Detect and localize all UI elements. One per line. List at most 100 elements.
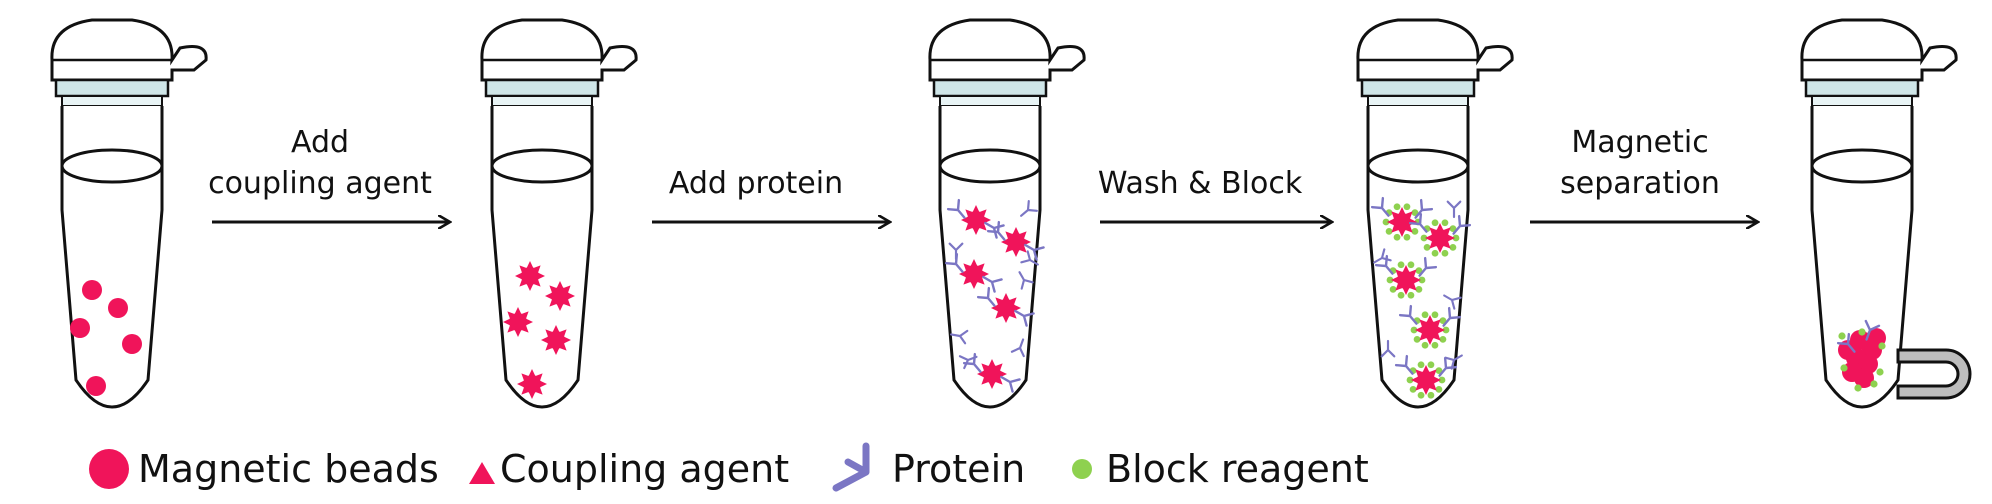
block-reagent-dot <box>1406 376 1414 384</box>
step-3-label: Wash & Block <box>1098 166 1303 201</box>
block-reagent-dot <box>1423 244 1431 251</box>
liquid-surface <box>1366 148 1470 184</box>
antibody-shape <box>1373 248 1392 264</box>
block-reagent-dot <box>1431 341 1439 349</box>
magnetic-bead <box>70 318 90 338</box>
antibody-shape <box>976 286 996 307</box>
free-protein <box>1010 338 1025 358</box>
coupling-spike <box>1014 304 1021 312</box>
free-protein <box>1446 200 1462 219</box>
coupling-spike <box>528 369 536 376</box>
coupling-spike <box>540 380 547 388</box>
coupled-bead <box>977 359 1007 389</box>
block-reagent-dot <box>1421 311 1429 319</box>
coupling-spike <box>1395 269 1403 277</box>
free-protein <box>1373 248 1392 264</box>
tube-neck <box>939 95 1041 107</box>
antibody-shape <box>1446 200 1462 219</box>
bound-protein <box>986 220 1006 241</box>
block-reagent-dot <box>1411 228 1419 235</box>
bound-protein <box>982 275 1003 293</box>
coupling-spike <box>1391 225 1399 233</box>
coupling-spike <box>1429 369 1437 377</box>
antibody-shape <box>1024 243 1045 261</box>
tube-neck <box>61 95 163 107</box>
bound-protein <box>1014 309 1035 327</box>
tube-cap <box>480 18 638 82</box>
bead-core <box>509 313 527 331</box>
coupling-spike <box>1002 316 1010 323</box>
coupling-spike <box>1002 293 1010 300</box>
coupled-bead <box>1411 365 1441 395</box>
coupling-spike <box>1012 227 1020 234</box>
coupled-bead <box>503 307 533 337</box>
coupling-spike <box>965 223 973 231</box>
antibody-shape <box>1374 254 1394 275</box>
coupling-spike <box>1443 227 1451 235</box>
coupling-spike <box>549 299 557 307</box>
block-reagent-dot <box>1415 267 1423 274</box>
coupling-spike <box>965 209 973 217</box>
block-reagent-dot <box>1427 391 1435 399</box>
block-reagent-dot <box>1397 291 1405 299</box>
free-protein <box>1020 200 1038 217</box>
coupling-spike <box>521 387 529 395</box>
coupling-spike <box>1415 383 1423 391</box>
block-reagent-dot <box>1431 219 1439 227</box>
coupling-spike <box>545 292 552 300</box>
magnetic-bead <box>122 334 142 354</box>
coupling-spike <box>526 284 534 291</box>
bead-core <box>1007 233 1025 251</box>
coupling-spike <box>1414 276 1421 284</box>
coupling-spike <box>526 318 533 326</box>
coupling-spike <box>979 223 987 231</box>
coupling-spike <box>1391 211 1399 219</box>
coupling-spike <box>1433 333 1441 341</box>
free-protein <box>1020 250 1039 266</box>
antibody-shape <box>1394 354 1414 375</box>
block-reagent-dot <box>1435 367 1443 374</box>
coupling-spike <box>1426 338 1434 345</box>
block-reagent-dot <box>1393 203 1401 211</box>
tube-5 <box>1800 18 1972 409</box>
coupled-bead <box>1387 207 1417 237</box>
coupling-spike <box>963 277 971 285</box>
block-reagent-dot <box>1417 361 1425 369</box>
coupling-spike <box>981 377 989 385</box>
coupling-spike <box>526 261 534 268</box>
antibody-shape <box>982 275 1003 293</box>
tube-1 <box>50 18 208 409</box>
block-reagent-dot <box>1382 218 1390 226</box>
coupling-spike <box>559 343 567 351</box>
coupled-bead <box>515 261 545 291</box>
coupling-spike <box>528 392 536 399</box>
antibody-shape <box>1014 309 1035 327</box>
bound-protein <box>946 198 966 219</box>
triangle-icon <box>469 462 495 484</box>
coupling-spike <box>988 382 996 389</box>
coupling-spike <box>1009 297 1017 305</box>
coupled-bead <box>991 293 1021 323</box>
coupling-spike <box>1012 250 1020 257</box>
bead-core <box>551 287 569 305</box>
block-reagent-dot <box>1410 326 1418 334</box>
coupling-spike <box>995 377 1003 385</box>
block-reagent-dot <box>1441 219 1449 227</box>
coupling-spike <box>556 304 564 311</box>
coupling-spike <box>533 265 541 273</box>
coupling-spike <box>519 265 527 273</box>
coupled-bead <box>545 281 575 311</box>
legend-item-block-reagent: Block reagent <box>1072 447 1369 491</box>
magnet-icon <box>1896 348 1972 400</box>
separated-bead-cluster <box>1836 319 1886 392</box>
coupling-spike <box>1425 234 1432 242</box>
bead-core <box>997 299 1015 317</box>
coupling-spike <box>1429 241 1437 249</box>
free-protein <box>1443 294 1462 310</box>
block-reagent-dot <box>1878 342 1886 350</box>
coupling-spike <box>1387 218 1394 226</box>
coupling-spike <box>1005 245 1013 253</box>
block-reagent-dot <box>1431 249 1439 257</box>
coupling-spike <box>1436 246 1444 253</box>
coupled-bead <box>959 259 989 289</box>
